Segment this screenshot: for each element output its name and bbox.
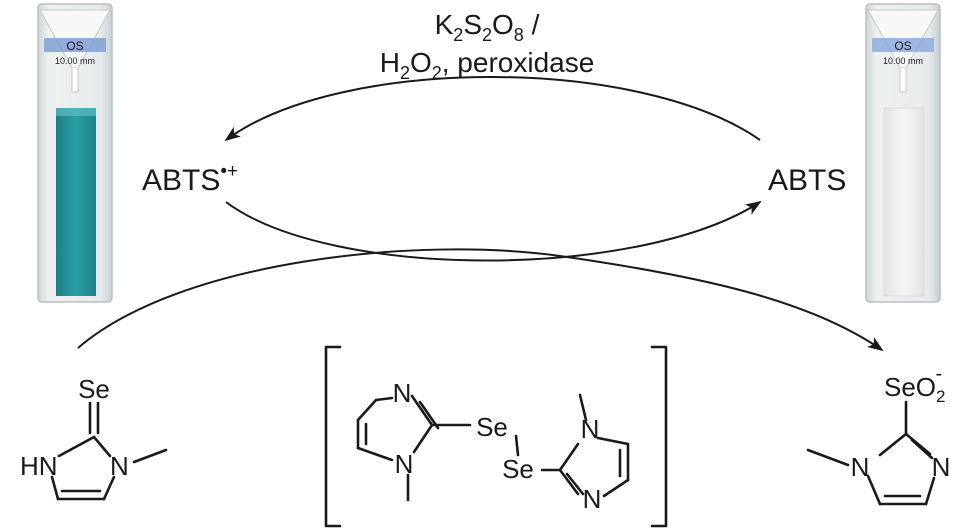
abts-label: ABTS xyxy=(768,164,846,197)
left-cuvette-brand: OS xyxy=(66,39,83,53)
product-n-right-atom: N xyxy=(932,452,951,482)
dimer-n-top-atom: N xyxy=(393,378,412,408)
selenium-oxidation-arrow xyxy=(77,248,884,352)
left-bracket xyxy=(324,345,342,528)
left-cuvette-size: 10.00 mm xyxy=(55,56,95,66)
reactant-se-atom: Se xyxy=(78,374,110,404)
reagent-line-1: K2S2O8 / xyxy=(435,9,540,45)
dimer-n-upper-right-atom: N xyxy=(581,414,600,444)
reduction-arrow xyxy=(225,200,762,262)
dimer-se-atom-1: Se xyxy=(476,412,508,442)
left-cuvette-solution xyxy=(56,108,96,296)
left-cuvette-label xyxy=(44,38,106,52)
dimer-n-bottom-atom: N xyxy=(583,484,602,514)
product-seleninate-structure: SeO2- N N xyxy=(806,363,951,506)
product-seo2-group: SeO2- xyxy=(884,363,946,406)
abts-radical-cation-label: ABTS•+ xyxy=(142,161,238,197)
left-cuvette: OS 10.00 mm xyxy=(37,3,113,303)
right-cuvette-solution xyxy=(883,107,925,297)
right-bracket xyxy=(650,345,668,528)
reagent-line-2: H2O2, peroxidase xyxy=(380,47,595,83)
reactant-selone-structure: Se HN N xyxy=(20,374,168,501)
reactant-nh-atom: HN xyxy=(20,451,58,481)
oxidation-arrow xyxy=(224,76,761,142)
right-cuvette-label xyxy=(872,38,934,52)
reactant-n-atom: N xyxy=(110,451,129,481)
dimer-n-lower-left-atom: N xyxy=(395,449,414,479)
diselenide-intermediate: N Se Se N N N xyxy=(324,345,668,528)
product-n-left-atom: N xyxy=(851,452,870,482)
right-cuvette-size: 10.00 mm xyxy=(883,56,923,66)
right-cuvette-brand: OS xyxy=(894,39,911,53)
right-cuvette: OS 10.00 mm xyxy=(865,3,941,303)
dimer-se-atom-2: Se xyxy=(502,454,534,484)
